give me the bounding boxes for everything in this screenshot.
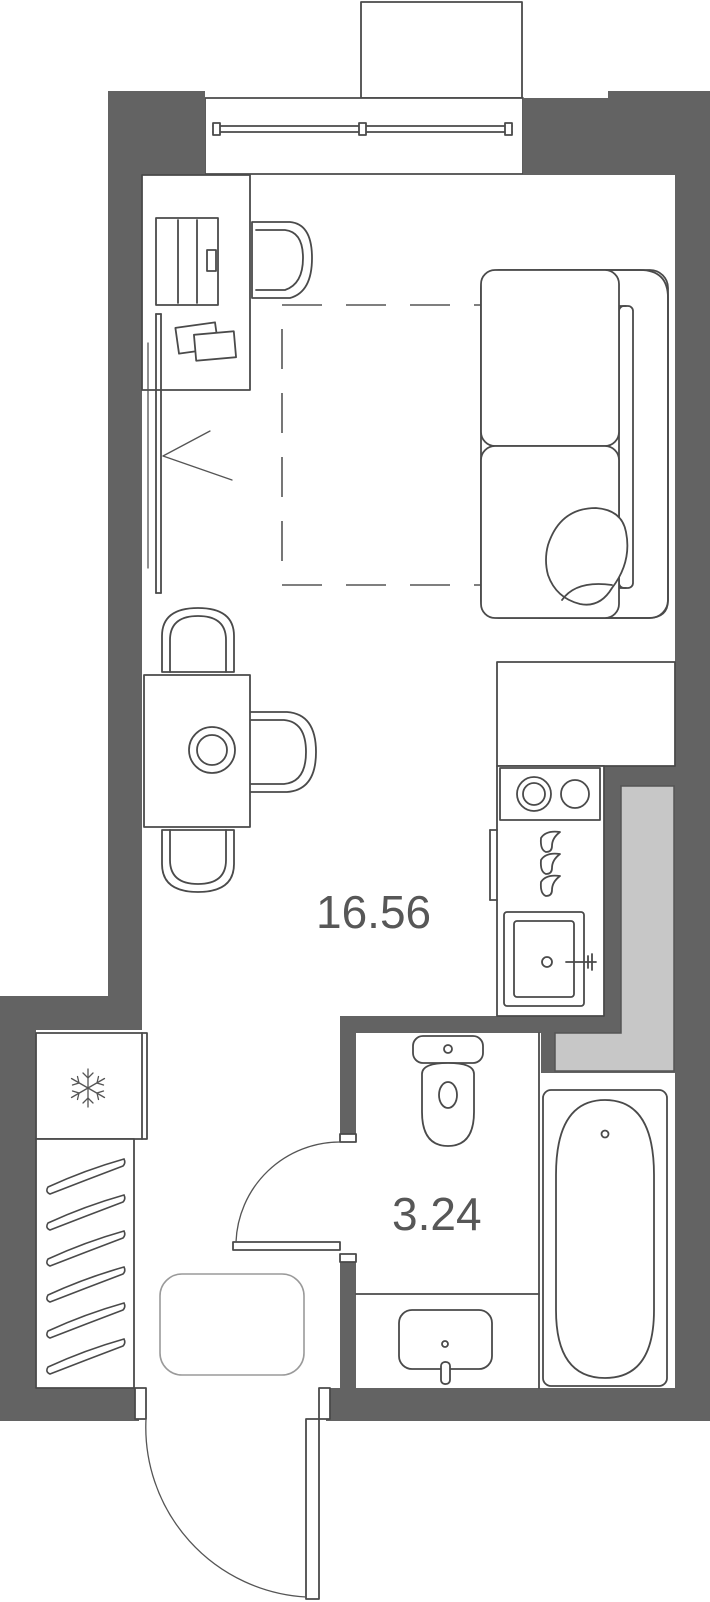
wall-mirror [147, 313, 233, 594]
hangers [46, 1158, 126, 1375]
desk [141, 174, 251, 391]
bathroom-area-label: 3.24 [392, 1188, 482, 1240]
chair-bottom [161, 829, 235, 893]
dining-set [143, 607, 317, 893]
wardrobe [35, 1138, 135, 1389]
washbasin [398, 1309, 493, 1385]
oven-controls [489, 829, 561, 901]
chair-top [161, 607, 235, 673]
fold-out-bed-outline [281, 304, 483, 586]
balcony [204, 1, 524, 175]
kitchen-sink [503, 911, 597, 1007]
main-room-area-label: 16.56 [316, 886, 431, 938]
papers [174, 321, 237, 362]
snowflake-icon [70, 1068, 106, 1108]
office-chair [251, 221, 313, 299]
entrance-door [134, 1387, 331, 1600]
fridge [35, 1032, 148, 1140]
kitchen [489, 661, 676, 1017]
bathroom-door [232, 1133, 357, 1263]
cooktop [499, 767, 601, 821]
sofa [480, 269, 669, 619]
window-frame [212, 122, 513, 136]
bathroom-partition [355, 1032, 540, 1389]
cushion [545, 507, 629, 606]
bathtub [542, 1089, 668, 1387]
doormat [159, 1273, 305, 1376]
chair-right [246, 711, 317, 793]
toilet [412, 1035, 484, 1147]
